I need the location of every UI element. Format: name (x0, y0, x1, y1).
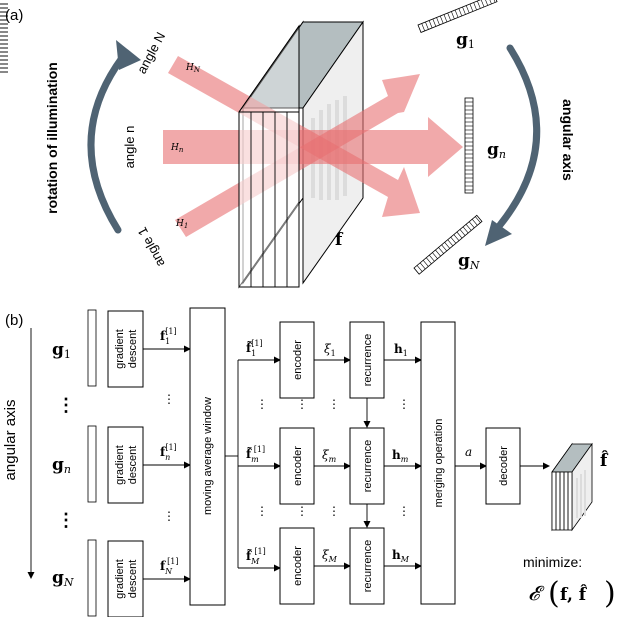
recurrence-box-m: recurrence (349, 427, 385, 505)
ft1-label: f̃1[1] (246, 339, 263, 358)
angular-axis-label-a: angular axis (560, 99, 576, 181)
gN-label: gN (458, 251, 480, 272)
svg-text:recurrence: recurrence (362, 334, 374, 387)
ftm-label: f̃m[1] (246, 445, 265, 464)
gradient-descent-box-1: gradientdescent (107, 310, 144, 388)
loss-args: f, f̂ (560, 585, 588, 605)
svg-text:gradientdescent: gradientdescent (114, 329, 139, 369)
svg-text:moving average window: moving average window (202, 397, 214, 515)
detector-gN (413, 214, 483, 275)
xiM-label: ξM (322, 548, 338, 564)
dots-xi-2: ⋮ (328, 504, 340, 518)
detector-gn (464, 97, 474, 194)
rotation-arrow (87, 40, 141, 234)
dots-left-2: ⋮ (57, 510, 75, 531)
fhat-label: f̂ (600, 451, 609, 471)
input-vector-gN (0, 3, 97, 617)
svg-text:gradientdescent: gradientdescent (114, 445, 139, 485)
merging-operation-box: merging operation (420, 321, 456, 605)
angular-axis-label-b: angular axis (2, 400, 19, 481)
loss-symbol: 𝓔 (528, 581, 545, 605)
angle-bottom-label: angle 1 (134, 225, 167, 270)
object-label: f (335, 230, 344, 250)
dots-f-1: ⋮ (163, 392, 175, 406)
dots-h-2: ⋮ (398, 504, 410, 518)
hM-label: hM (392, 548, 410, 564)
dots-ft-1: ⋮ (256, 397, 268, 411)
object-front (238, 24, 300, 289)
moving-average-window-box: moving average window (189, 307, 226, 606)
angle-top-label: angle N (134, 30, 168, 77)
panel-a-label: (a) (5, 7, 23, 24)
detector-g1 (417, 0, 498, 33)
loss-paren-right: ) (604, 576, 616, 611)
f1-label: f1[1] (160, 327, 177, 346)
xi1-label: ξ1 (324, 342, 336, 358)
dots-enc-1: ⋮ (296, 397, 308, 411)
dots-ft-2: ⋮ (256, 504, 268, 518)
svg-text:recurrence: recurrence (362, 440, 374, 493)
ftM-label: f̃M[1] (246, 547, 266, 566)
output-volume (551, 442, 593, 532)
a-label: a (465, 445, 472, 459)
svg-text:encoder: encoder (292, 340, 304, 380)
svg-text:encoder: encoder (292, 546, 304, 586)
svg-text:gradientdescent: gradientdescent (114, 559, 139, 599)
dots-xi-1: ⋮ (328, 397, 340, 411)
beam-mid-label: Hn (170, 143, 184, 154)
beam-bottom (175, 74, 420, 237)
rotation-of-illumination-label: rotation of illumination (44, 62, 60, 214)
recurrence-box-1: recurrence (349, 321, 385, 399)
fN-label: fN[1] (160, 557, 179, 576)
svg-text:decoder: decoder (498, 446, 510, 486)
xim-label: ξm (322, 448, 337, 464)
angle-mid-label: angle n (122, 126, 137, 169)
dots-h-1: ⋮ (398, 397, 410, 411)
decoder-box: decoder (485, 427, 521, 505)
encoder-box-m: encoder (279, 427, 315, 505)
svg-text:merging operation: merging operation (433, 419, 445, 508)
dots-enc-2: ⋮ (296, 504, 308, 518)
svg-text:recurrence: recurrence (362, 540, 374, 593)
beam-top-label: HN (185, 63, 201, 74)
gN-input-label: gN (52, 568, 74, 589)
dots-left-1: ⋮ (57, 395, 75, 416)
beam-top (168, 56, 420, 217)
hm-label: hm (392, 448, 409, 464)
g1-input-label: g1 (52, 340, 71, 361)
gradient-descent-box-N: gradientdescent (107, 540, 144, 617)
beam-bottom-label: H1 (175, 219, 188, 230)
encoder-box-M: encoder (279, 527, 315, 605)
loss-paren-left: ( (548, 576, 560, 611)
encoder-box-1: encoder (279, 321, 315, 399)
fn-label: fn[1] (160, 443, 177, 462)
svg-text:encoder: encoder (292, 446, 304, 486)
recurrence-box-M: recurrence (349, 527, 385, 605)
minimize-label: minimize: (523, 554, 582, 570)
h1-label: h1 (394, 342, 408, 358)
panel-b-label: (b) (5, 312, 23, 329)
angular-axis-arrow-a (485, 44, 541, 246)
gn-label: gn (487, 140, 506, 161)
g1-label: g1 (456, 30, 475, 51)
dots-f-2: ⋮ (163, 509, 175, 523)
gradient-descent-box-n: gradientdescent (107, 426, 144, 504)
gn-input-label: gn (52, 455, 71, 476)
